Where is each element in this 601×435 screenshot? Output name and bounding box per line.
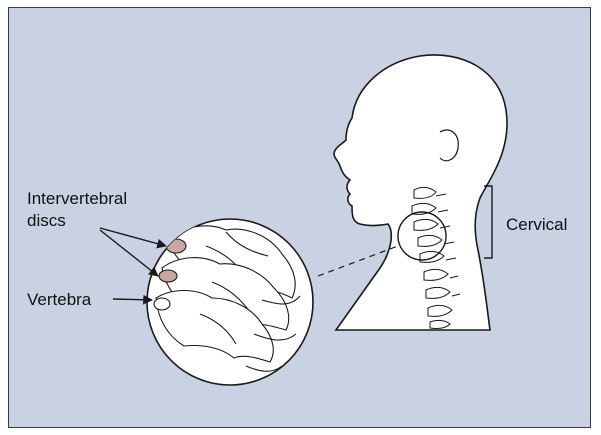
arrow-disc-lower xyxy=(100,230,158,276)
arrow-vertebra xyxy=(113,299,152,300)
label-intervertebral: Intervertebral xyxy=(27,189,127,208)
label-discs: discs xyxy=(27,211,66,230)
cervical-bracket xyxy=(484,186,492,258)
label-cervical: Cervical xyxy=(506,215,567,234)
label-vertebra: Vertebra xyxy=(27,290,92,309)
